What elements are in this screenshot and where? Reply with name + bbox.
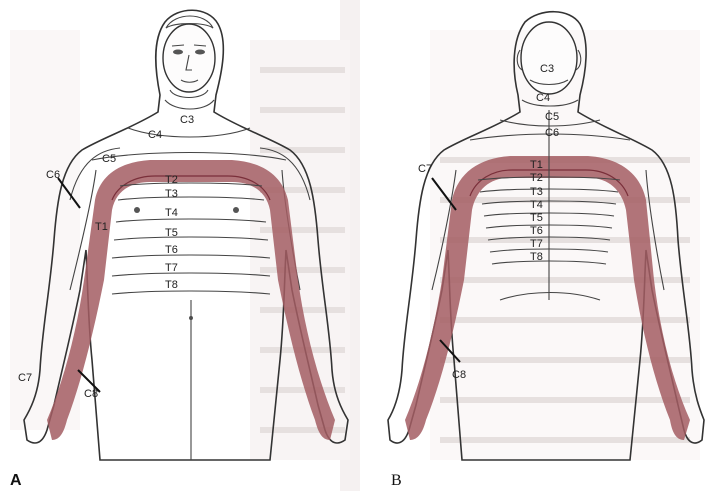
front-label-c4: C4 [148,129,162,141]
front-label-t4: T4 [165,207,178,219]
back-label-t4: T4 [530,199,543,211]
back-label-t5: T5 [530,212,543,224]
back-head [521,22,577,94]
front-label-t5: T5 [165,227,178,239]
front-nipple-left [134,207,140,213]
front-thoracic-lines [112,183,270,294]
front-nipple-right [233,207,239,213]
front-label-t2: T2 [165,174,178,186]
back-label-t8: T8 [530,251,543,263]
front-label-c7: C7 [18,372,32,384]
back-label-t1: T1 [530,159,543,171]
front-label-t6: T6 [165,244,178,256]
front-label-c8: C8 [84,388,98,400]
front-c3-line [165,100,214,109]
back-label-t3: T3 [530,186,543,198]
back-label-c8: C8 [452,369,466,381]
front-label-t1: T1 [95,221,108,233]
front-label-t7: T7 [165,262,178,274]
front-label-t3: T3 [165,188,178,200]
back-label-c3: C3 [540,63,554,75]
front-label-t8: T8 [165,279,178,291]
back-label-t2: T2 [530,172,543,184]
back-label-c6: C6 [545,127,559,139]
front-c4-line [128,128,250,137]
back-label-c5: C5 [545,111,559,123]
panel-a-label: A [10,472,22,489]
front-face [163,16,215,98]
front-label-c5: C5 [102,153,116,165]
back-label-t6: T6 [530,225,543,237]
front-label-c6: C6 [46,169,60,181]
back-label-t7: T7 [530,238,543,250]
panel-b-label: B [391,472,402,489]
back-label-c4: C4 [536,92,550,104]
back-label-c7: C7 [418,163,432,175]
front-label-c3: C3 [180,114,194,126]
background-scan [10,0,700,491]
